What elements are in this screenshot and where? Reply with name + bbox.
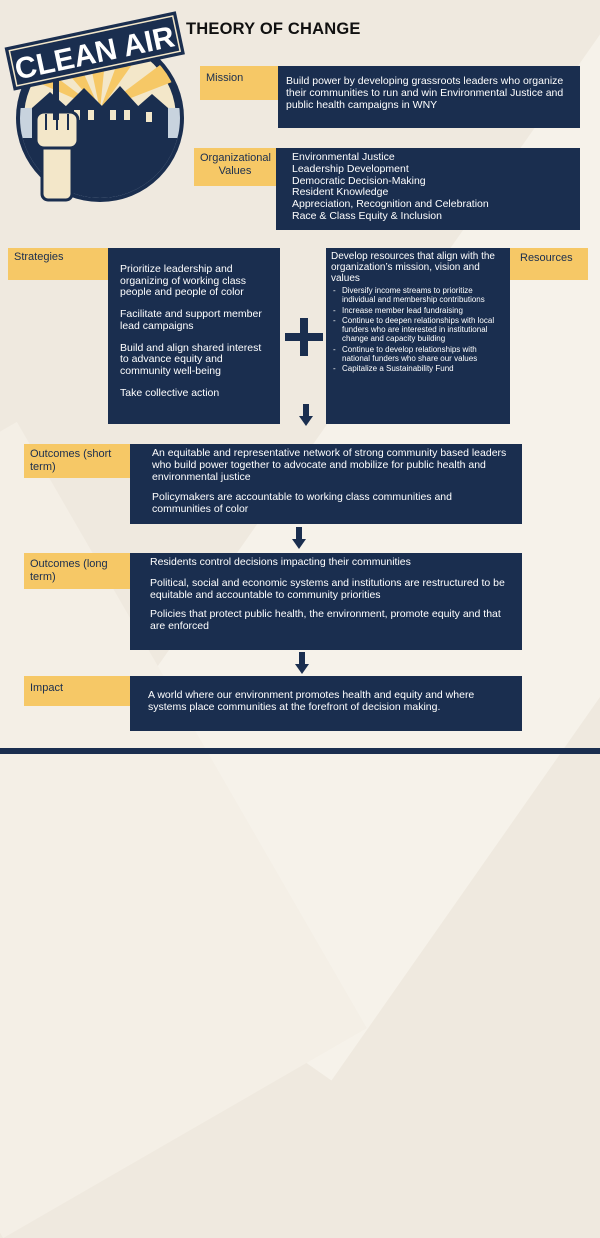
resources-heading: Develop resources that align with the or… xyxy=(331,251,495,284)
mission-text: Build power by developing grassroots lea… xyxy=(286,75,564,111)
values-box: Environmental Justice Leadership Develop… xyxy=(276,148,580,230)
outcome-item: Policymakers are accountable to working … xyxy=(152,491,452,516)
outcomes-short-label: Outcomes (short term) xyxy=(24,444,130,478)
outcomes-long-box: Residents control decisions impacting th… xyxy=(130,553,522,650)
resources-label: Resources xyxy=(510,248,588,280)
down-arrow-icon xyxy=(292,527,306,551)
outcome-item: An equitable and representative network … xyxy=(152,447,507,483)
strategies-box: Prioritize leadership and organizing of … xyxy=(108,248,280,424)
value-item: Race & Class Equity & Inclusion xyxy=(292,209,442,222)
resource-item: Increase member lead fundraising xyxy=(331,306,504,316)
outcomes-short-box: An equitable and representative network … xyxy=(130,444,522,524)
plus-icon-bar xyxy=(285,333,323,341)
resources-box: Develop resources that align with the or… xyxy=(326,248,510,424)
background-stripe xyxy=(0,421,367,1238)
impact-text: A world where our environment promotes h… xyxy=(148,689,475,713)
clean-air-logo: CLEAN AIR xyxy=(4,11,185,202)
resource-item: Diversify income streams to prioritize i… xyxy=(331,286,504,305)
impact-box: A world where our environment promotes h… xyxy=(130,676,522,731)
value-item: Resident Knowledge xyxy=(292,186,389,199)
mission-label: Mission xyxy=(200,66,278,100)
resource-item: Continue to deepen relationships with lo… xyxy=(331,316,504,344)
resources-list: Diversify income streams to prioritize i… xyxy=(331,286,504,374)
footer-bar xyxy=(0,748,600,754)
strategies-label: Strategies xyxy=(8,248,108,280)
down-arrow-icon xyxy=(299,404,313,428)
value-item: Appreciation, Recognition and Celebratio… xyxy=(292,198,489,211)
strategy-item: Build and align shared interest to advan… xyxy=(120,341,262,377)
outcomes-long-label: Outcomes (long term) xyxy=(24,553,130,589)
strategy-item: Take collective action xyxy=(120,386,220,399)
down-arrow-icon xyxy=(295,652,309,676)
value-item: Environmental Justice xyxy=(292,151,395,163)
outcome-item: Political, social and economic systems a… xyxy=(150,576,505,601)
value-item: Democratic Decision-Making xyxy=(292,174,426,187)
resource-item: Continue to develop relationships with n… xyxy=(331,345,504,364)
strategy-item: Facilitate and support member lead campa… xyxy=(120,308,262,332)
strategy-item: Prioritize leadership and organizing of … xyxy=(120,263,247,299)
outcome-item: Residents control decisions impacting th… xyxy=(150,556,411,568)
impact-label: Impact xyxy=(24,676,130,706)
values-label: Organizational Values xyxy=(194,148,276,186)
page-title: THEORY OF CHANGE xyxy=(186,20,361,38)
outcome-item: Policies that protect public health, the… xyxy=(150,608,501,633)
value-item: Leadership Development xyxy=(292,162,409,175)
mission-box: Build power by developing grassroots lea… xyxy=(278,66,580,128)
resource-item: Capitalize a Sustainability Fund xyxy=(331,364,504,374)
